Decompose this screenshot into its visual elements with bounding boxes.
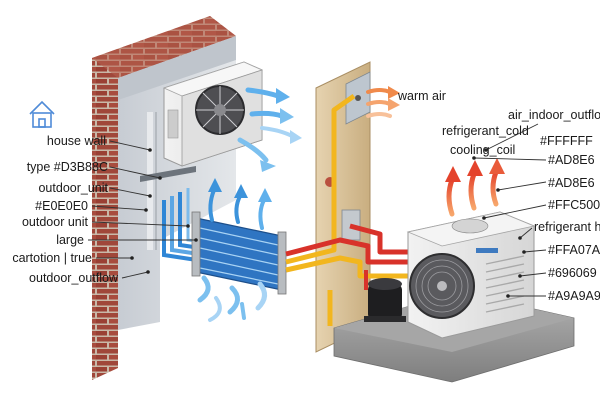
label-refrigerant-hot-color: #FFA07A — [548, 243, 600, 257]
cold-air-arrows — [197, 87, 302, 322]
label-air-indoor-outflow: air_indoor_outflo — [508, 108, 600, 122]
label-type-beam: type #D3B88C — [26, 160, 108, 174]
leaders-left — [88, 140, 198, 279]
hot-air-arrows — [445, 158, 505, 217]
warm-air-arrows — [366, 86, 400, 118]
condensing-unit — [406, 211, 536, 339]
refrigerant-pipes — [285, 93, 410, 326]
cooling-coil — [191, 211, 287, 295]
label-refrigerant-cold-color: #FFFFFF — [540, 134, 593, 148]
label-fan-color: #696069 — [548, 266, 597, 280]
label-refrigerant-hot: refrigerant h — [534, 220, 600, 234]
label-cooling-coil-color: #AD8E6 — [548, 153, 595, 167]
label-size-large: large — [56, 233, 84, 247]
label-outdoor-unit-color: #E0E0E0 — [35, 199, 88, 213]
label-pipe-yellow-color: #FFC500 — [548, 198, 600, 212]
compressor — [364, 278, 406, 322]
label-cooling-coil: cooling_coil — [450, 143, 516, 157]
label-outdoor-outflow: outdoor_outflow — [29, 271, 118, 285]
brick-wall — [92, 16, 236, 380]
label-outdoor-unit: outdoor unit — [21, 215, 88, 229]
house-icon — [29, 100, 55, 128]
label-outdoor-unit-id: outdoor_unit — [38, 181, 108, 195]
label-refrigerant-cold: refrigerant_cold — [442, 124, 529, 138]
label-grille-color: #A9A9A9 — [548, 289, 600, 303]
leaders-right — [472, 123, 547, 298]
label-house-wall: house wall — [46, 134, 106, 148]
label-warm-air: warm air — [398, 89, 446, 103]
label-cartotion: cartotion | true — [12, 251, 92, 265]
label-air-indoor-color: #AD8E6 — [548, 176, 595, 190]
